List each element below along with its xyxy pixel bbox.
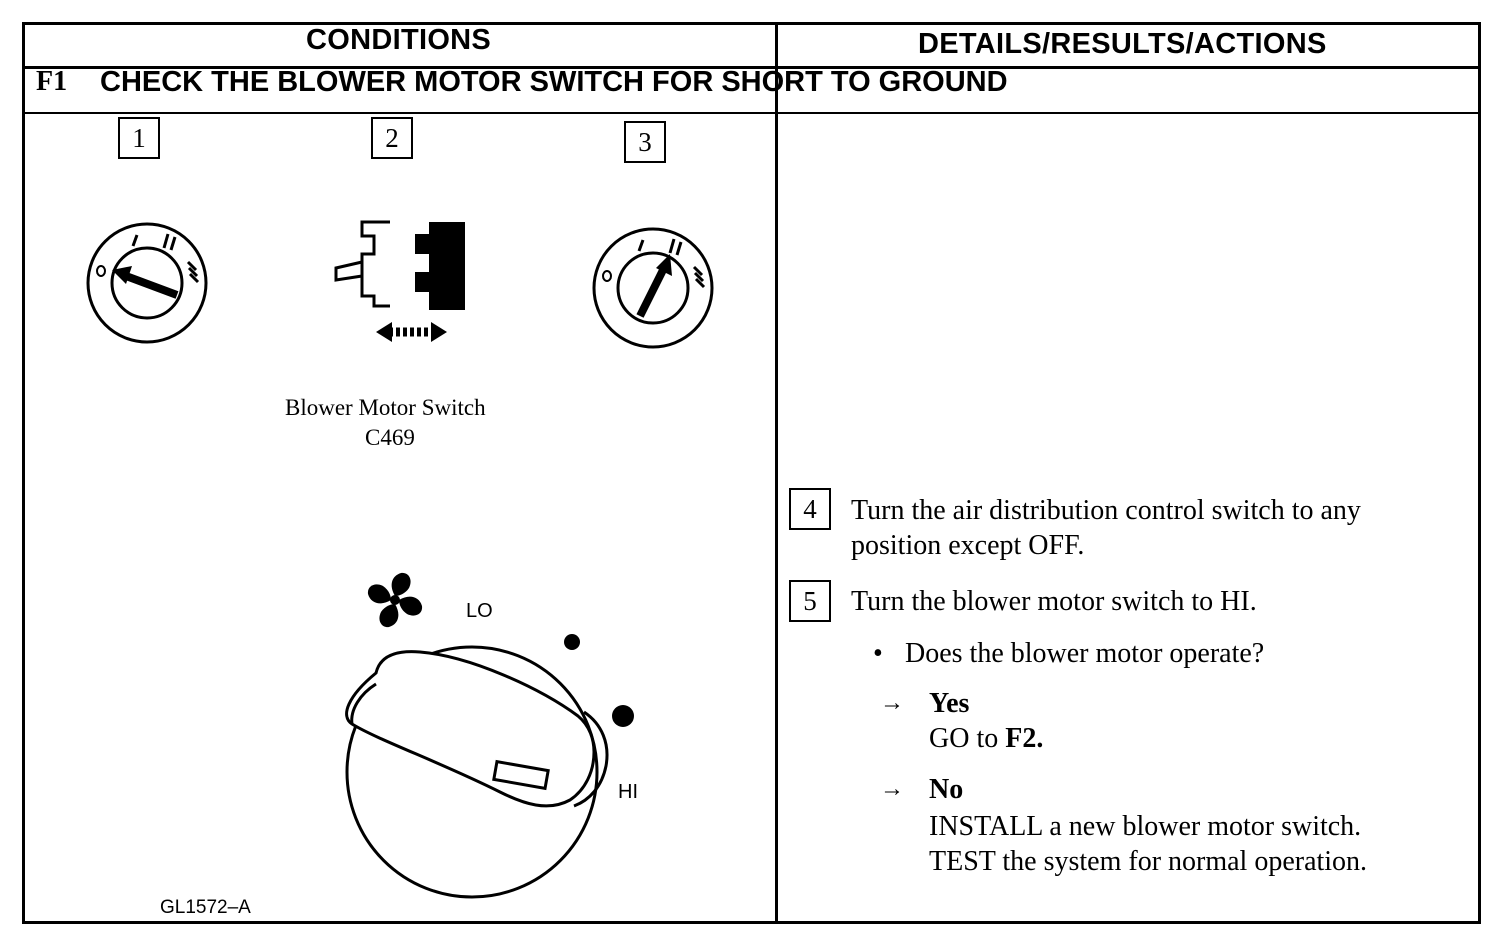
details-header: DETAILS/RESULTS/ACTIONS [918, 28, 1327, 60]
connector-caption: Blower Motor Switch [285, 395, 486, 420]
question-bullet: • [873, 638, 883, 669]
column-divider [775, 24, 778, 922]
dial-high-label: HI [618, 781, 638, 803]
step-4-text-line-1: Turn the air distribution control switch… [851, 495, 1361, 526]
no-action-line-2: TEST the system for normal operation. [929, 846, 1368, 877]
ignition-key-run-icon [592, 227, 714, 349]
fan-icon [367, 572, 423, 628]
yes-action-prefix: GO to [929, 723, 1006, 754]
dial-low-label: LO [466, 600, 493, 622]
question-text: Does the blower motor operate? [905, 638, 1265, 669]
step-1-box: 1 [118, 117, 160, 159]
connector-id: C469 [365, 425, 415, 450]
no-action-line-1: INSTALL a new blower motor switch. [929, 811, 1362, 842]
no-arrow-icon: → [880, 776, 904, 802]
header-divider [24, 66, 1480, 69]
yes-label: Yes [929, 688, 970, 719]
connector-c469-icon [334, 220, 465, 342]
yes-arrow-icon: → [880, 690, 904, 716]
ignition-key-off-icon [86, 222, 208, 344]
step-2-box: 2 [371, 117, 413, 159]
yes-action-target: F2. [1005, 723, 1044, 754]
step-4-box: 4 [789, 488, 831, 530]
step-4-text-line-2: position except OFF. [851, 530, 1085, 561]
procedure-table [22, 22, 1481, 924]
no-label: No [929, 774, 964, 805]
title-divider [24, 112, 1480, 114]
yes-action: GO to F2. [929, 721, 1043, 756]
conditions-header: CONDITIONS [306, 24, 492, 56]
step-5-box: 5 [789, 580, 831, 622]
figure-id: GL1572–A [160, 897, 251, 918]
test-id: F1 [36, 66, 68, 97]
test-title: CHECK THE BLOWER MOTOR SWITCH FOR SHORT … [100, 66, 1008, 98]
step-3-box: 3 [624, 121, 666, 163]
step-5-text: Turn the blower motor switch to HI. [851, 586, 1257, 617]
blower-dial-icon [345, 634, 634, 899]
